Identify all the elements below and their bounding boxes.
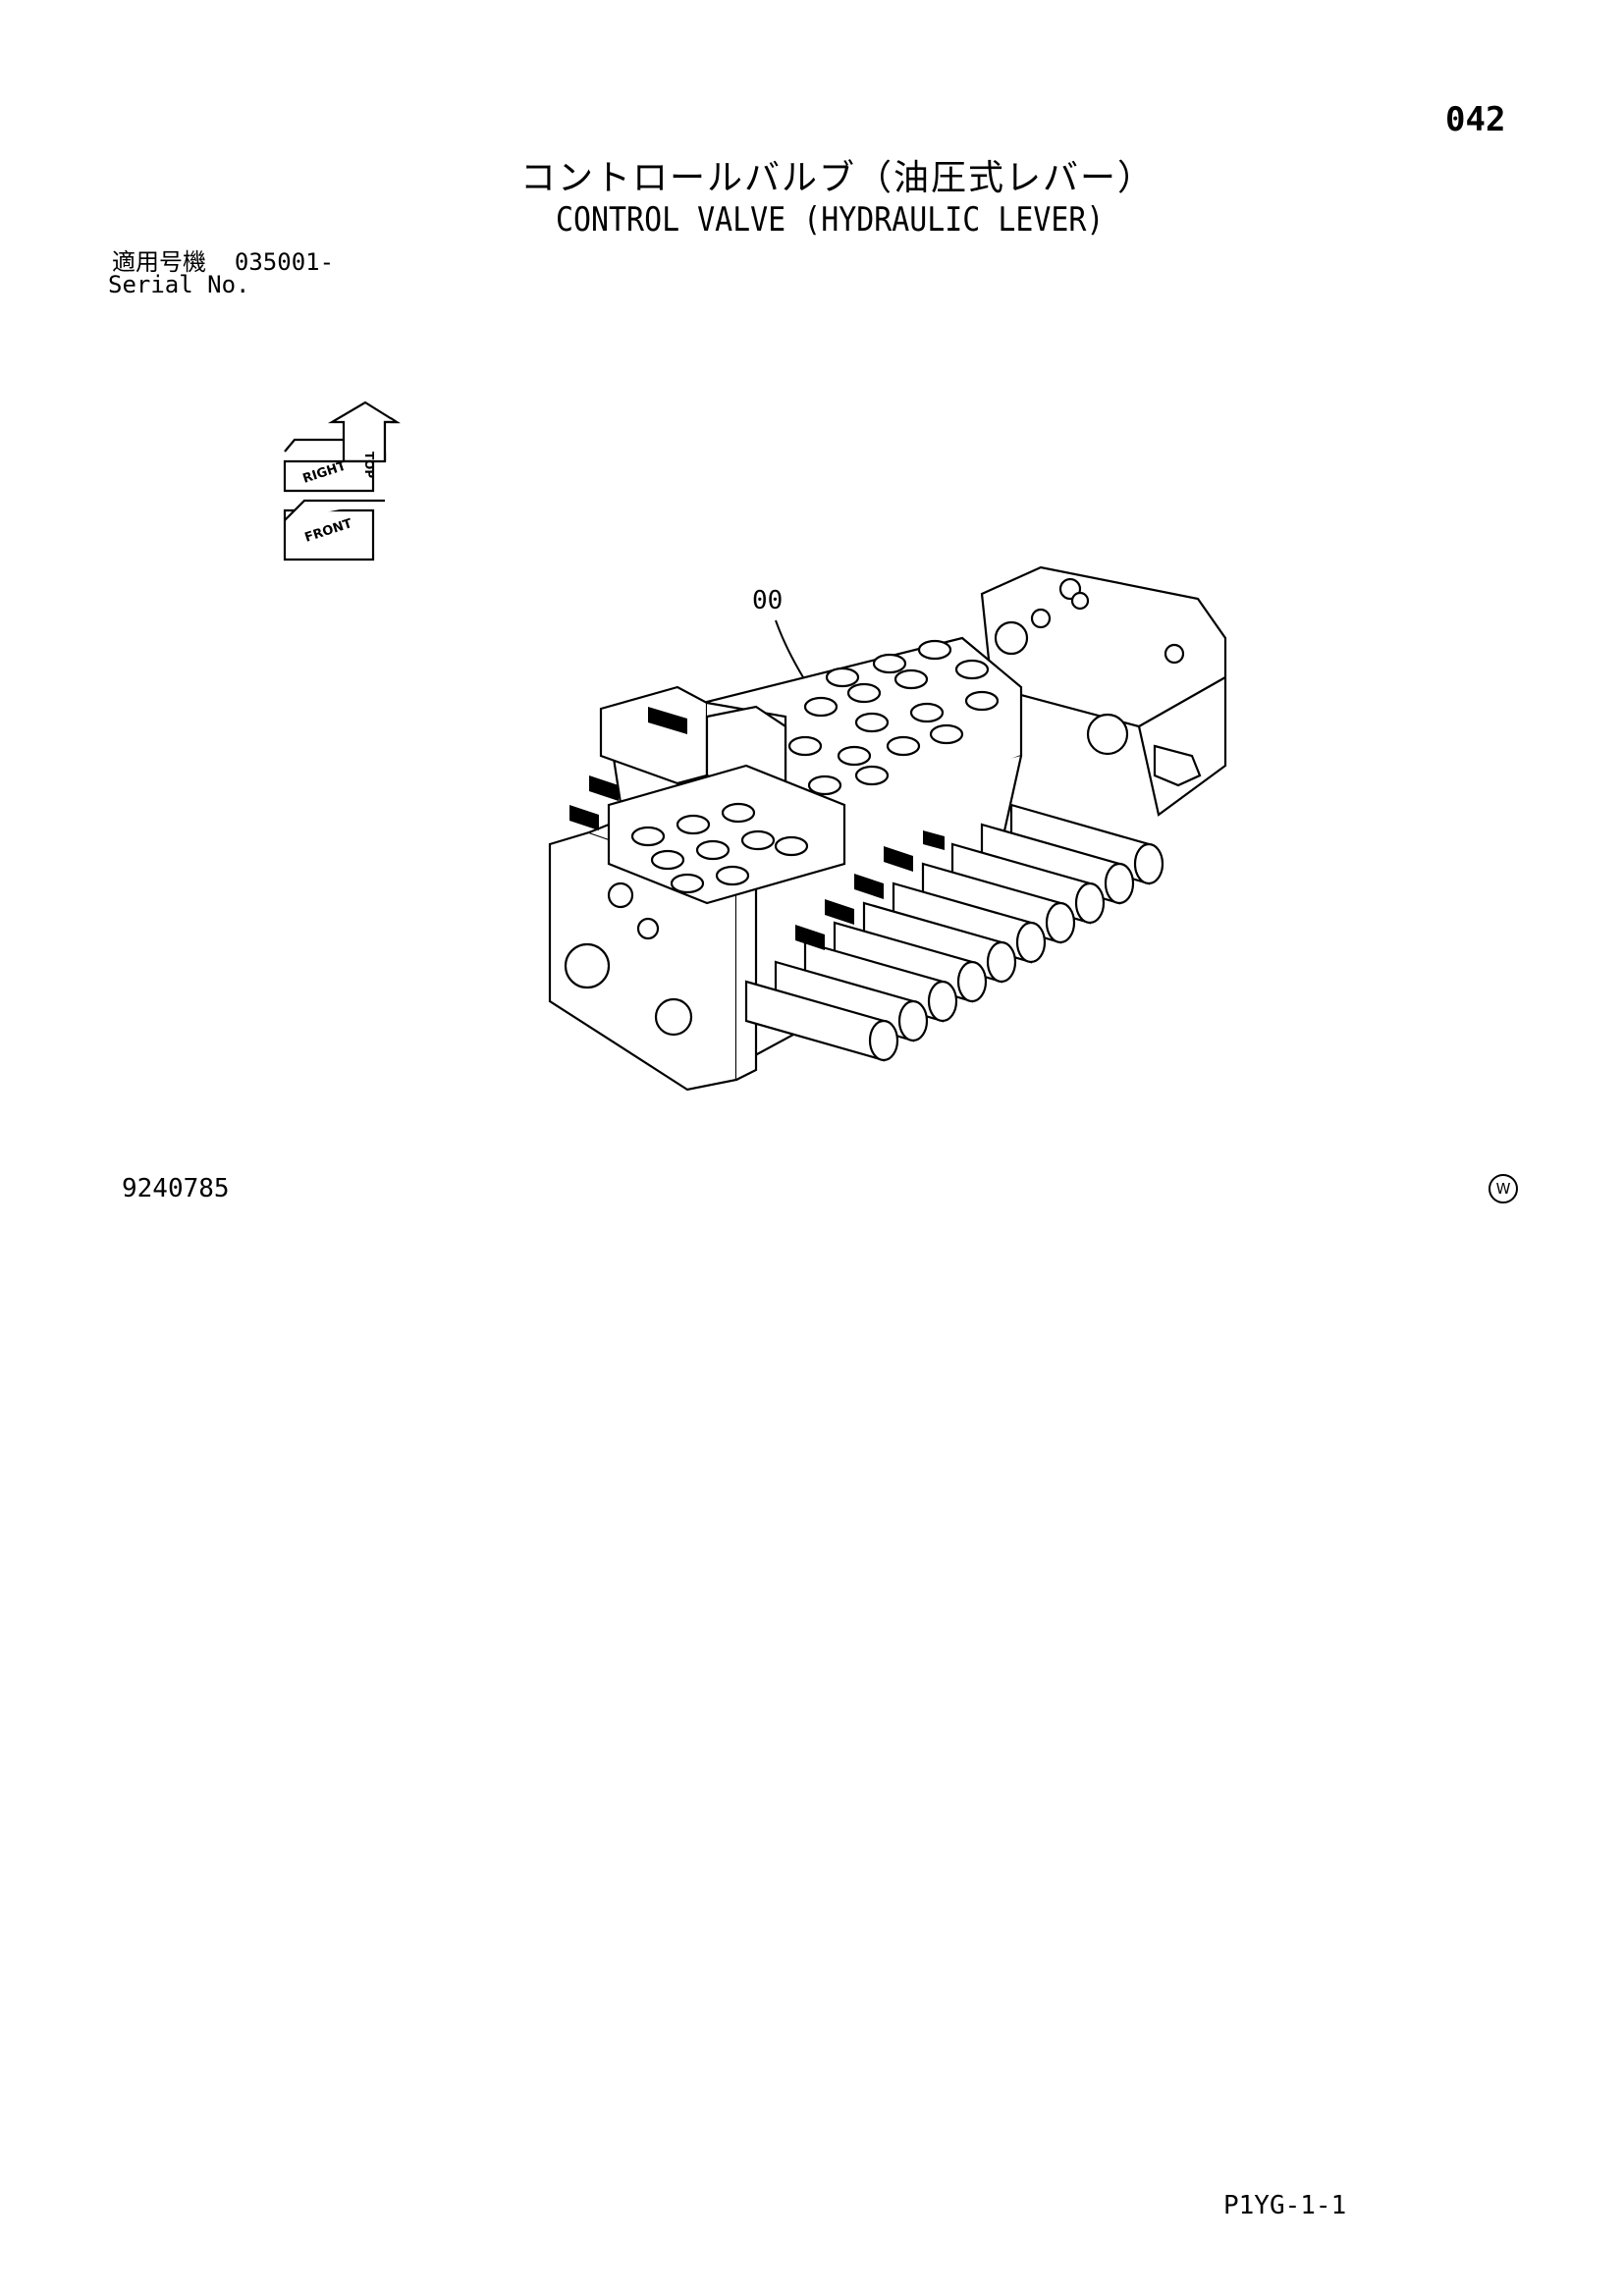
part-callout-label: 00 [752, 586, 783, 615]
page-number: 042 [1445, 100, 1506, 139]
control-valve-assembly [548, 565, 1227, 1092]
part-callout-leader [775, 619, 804, 678]
drawing-number: 9240785 [122, 1174, 230, 1203]
serial-label-en: Serial No. [108, 271, 250, 298]
footer-code: P1YG-1-1 [1223, 2191, 1347, 2220]
title-english: CONTROL VALVE (HYDRAULIC LEVER) [556, 200, 1105, 240]
orientation-top-label: TOP [362, 452, 376, 478]
serial-label-jp: 適用号機 [112, 248, 206, 276]
serial-block: 適用号機 035001- Serial No. [108, 248, 335, 296]
serial-value: 035001- [234, 248, 335, 276]
w-mark-icon: W [1489, 1174, 1518, 1203]
title-japanese: コントロールバルブ（油圧式レバー） [520, 158, 1156, 198]
orientation-indicator: TOP RIGHT FRONT [283, 400, 401, 561]
